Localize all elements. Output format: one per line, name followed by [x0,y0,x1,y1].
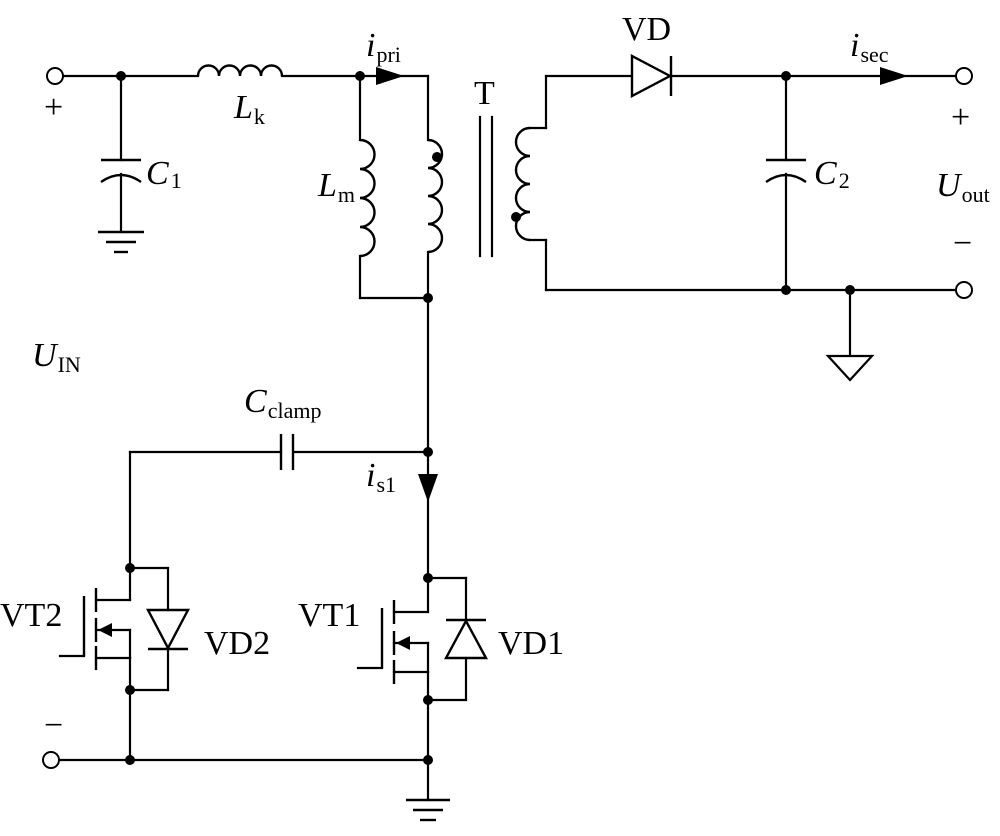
isec-label: isec [850,27,889,67]
transformer-primary-winding [426,74,444,300]
transformer-label: T [474,75,495,112]
ground-output [825,288,875,382]
output-positive-terminal [955,67,973,85]
node-vt1-ground [423,755,433,765]
output-negative-terminal [955,281,973,299]
diode-vd2 [128,566,190,692]
cclamp-label: Cclamp [244,383,321,423]
input-bottom-rail [56,688,430,802]
is1-arrow [418,474,438,502]
vt1-label: VT1 [298,597,360,634]
transformer-secondary-winding [514,74,548,292]
output-minus-label: − [953,225,972,262]
ipri-arrow [376,67,404,85]
diode-vd1 [426,576,489,702]
input-negative-terminal [42,751,60,769]
node-vt2-ground [125,755,135,765]
capacitor-c1 [100,74,142,234]
uin-label: UIN [32,337,81,377]
mosfet-vt1 [356,576,430,702]
input-positive-terminal [46,67,64,85]
vt2-label: VT2 [0,597,62,634]
c1-label: C1 [146,155,182,193]
lk-label: Lk [233,89,265,129]
ground-c1 [98,230,144,254]
c2-label: C2 [814,155,850,193]
mosfet-vt2 [58,566,132,692]
isec-arrow [880,67,908,85]
secondary-polarity-dot [511,212,521,222]
primary-polarity-dot [432,152,442,162]
node-c2-bottom [781,285,791,295]
transformer-core [478,115,494,258]
ipri-label: ipri [366,27,401,67]
vd2-label: VD2 [204,625,270,662]
capacitor-c2 [765,74,807,292]
inductor-lm [358,74,376,300]
input-plus-label: + [44,89,63,126]
node-lm-top [355,71,365,81]
diode-vd [630,54,673,98]
ground-input [406,798,450,822]
vd-label: VD [622,11,671,48]
output-plus-label: + [951,99,970,136]
vd1-label: VD1 [498,625,564,662]
lm-label: Lm [317,167,355,207]
inductor-lk [196,64,284,77]
is1-label: is1 [366,457,396,497]
capacitor-cclamp [128,434,430,570]
uout-label: Uout [936,167,990,207]
input-minus-label: − [44,707,63,744]
